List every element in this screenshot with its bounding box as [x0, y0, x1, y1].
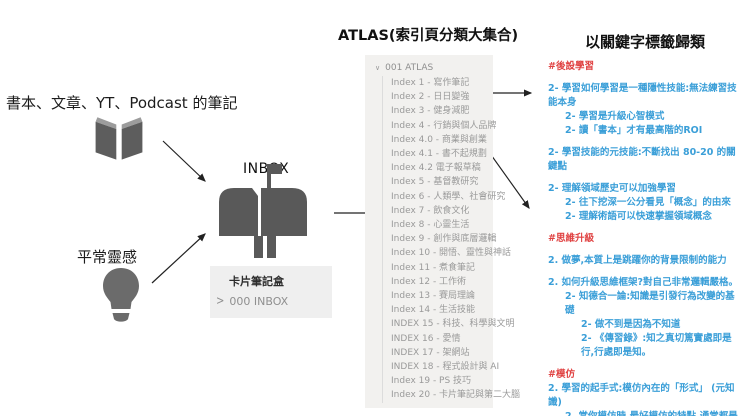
- book-icon: [95, 117, 143, 160]
- atlas-index-item[interactable]: Index 11 - 煮食筆記: [391, 262, 476, 273]
- atlas-root-row[interactable]: ∨ 001 ATLAS: [365, 55, 493, 76]
- atlas-index-item[interactable]: INDEX 18 - 程式設計與 AI: [391, 362, 500, 373]
- chevron-right-icon[interactable]: >: [216, 294, 225, 309]
- note-line: 2- 理解術語可以快速掌握領域概念: [565, 211, 712, 222]
- atlas-panel: ∨ 001 ATLAS Index 1 - 寫作筆記 Index 2 - 日日變強…: [365, 55, 521, 408]
- atlas-index-item[interactable]: Index 2 - 日日變強: [391, 92, 470, 103]
- note-line: 2- 學習技能的元技能:不斷找出 80-20 的關鍵點: [548, 147, 736, 172]
- atlas-index-item[interactable]: Index 20 - 卡片筆記與第二大腦: [391, 390, 521, 401]
- lightbulb-icon: [103, 268, 139, 322]
- keyword-tag-heading: #思維升級: [548, 233, 594, 244]
- atlas-index-item[interactable]: Index 6 - 人類學、社會研究: [391, 191, 506, 202]
- sources-label: 書本、文章、YT、Podcast 的筆記: [6, 94, 238, 112]
- atlas-index-item[interactable]: Index 4.1 - 書不起規劃: [391, 149, 487, 160]
- atlas-index-item[interactable]: INDEX 17 - 架網站: [391, 347, 470, 358]
- mailbox-icon: [219, 164, 307, 258]
- arrow-book-to-inbox: [162, 140, 206, 182]
- atlas-index-item[interactable]: Index 19 - PS 技巧: [391, 376, 472, 387]
- atlas-index-item[interactable]: Index 5 - 基督教研究: [391, 177, 479, 188]
- note-line: 2. 當你模仿時,最好模仿的特點,通常都是缺點。: [548, 410, 740, 416]
- card-box-title: 卡片筆記盒: [229, 275, 284, 288]
- note-line: 2- 讀「書本」才有最高階的ROI: [565, 125, 703, 136]
- note-line: 2- 學習是升級心智模式: [565, 111, 665, 122]
- note-line: 2. 如何升級思維框架?對自己非常邏輯嚴格。: [548, 277, 739, 288]
- card-box-item-label: 000 INBOX: [229, 295, 289, 308]
- atlas-index-item[interactable]: Index 12 - 工作術: [391, 276, 467, 287]
- atlas-index-item[interactable]: Index 3 - 健身減肥: [391, 106, 470, 117]
- inspiration-label: 平常靈感: [77, 248, 138, 266]
- note-line: 2- 知德合一論:知識是引發行為改變的基礎: [565, 291, 735, 316]
- note-line: 2. 做夢,本質上是跳躍你的背景限制的能力: [548, 255, 727, 266]
- atlas-index-item[interactable]: Index 10 - 開悟、靈性與神話: [391, 248, 512, 259]
- atlas-root-label: 001 ATLAS: [385, 63, 434, 73]
- atlas-items: Index 1 - 寫作筆記 Index 2 - 日日變強 Index 3 - 健身…: [382, 76, 521, 403]
- atlas-index-item[interactable]: Index 7 - 飲食文化: [391, 205, 470, 216]
- note-line: 2- 理解領域歷史可以加強學習: [548, 183, 676, 194]
- atlas-index-item[interactable]: Index 8 - 心靈生活: [391, 220, 470, 231]
- card-note-box: 卡片筆記盒 > 000 INBOX: [210, 266, 332, 318]
- note-line: 2- 往下挖深一公分看見「概念」的由來: [565, 197, 731, 208]
- tags-title: 以關鍵字標籤歸類: [584, 33, 705, 51]
- atlas-index-item[interactable]: Index 4.0 - 商業與創業: [391, 134, 487, 145]
- note-line: 2- 做不到是因為不知道: [581, 319, 681, 330]
- caret-down-icon[interactable]: ∨: [375, 64, 381, 72]
- atlas-index-item[interactable]: Index 9 - 創作與底層邏輯: [391, 234, 497, 245]
- note-line: 2- 學習如何學習是一種隱性技能:無法練習技能本身: [548, 83, 737, 108]
- atlas-title: ATLAS(索引頁分類大集合): [338, 28, 519, 44]
- atlas-index-item[interactable]: Index 4 - 行銷與個人品牌: [391, 120, 497, 131]
- keyword-tag-heading: #模仿: [548, 369, 575, 380]
- arrow-inspiration-to-inbox: [151, 233, 206, 284]
- tags-panel: #後設學習 2- 學習如何學習是一種隱性技能:無法練習技能本身 2- 學習是升級心智…: [548, 60, 740, 416]
- keyword-tag-heading: #後設學習: [548, 61, 594, 72]
- note-line: 2- 《傳習錄》:知之真切篤實處即是行,行處即是知。: [581, 333, 732, 358]
- atlas-index-item[interactable]: Index 14 - 生活技能: [391, 305, 476, 316]
- note-line: 2. 學習的起手式:模仿內在的「形式」 (元知識): [548, 383, 735, 408]
- atlas-index-item[interactable]: Index 1 - 寫作筆記: [391, 78, 470, 88]
- card-box-inbox-row[interactable]: > 000 INBOX: [216, 295, 332, 308]
- atlas-index-item[interactable]: Index 4.2 電子報草稿: [391, 163, 481, 174]
- atlas-index-item[interactable]: Index 13 - 賽局理論: [391, 291, 476, 302]
- atlas-index-item[interactable]: INDEX 16 - 愛情: [391, 333, 461, 344]
- atlas-index-item[interactable]: INDEX 15 - 科技、科學與文明: [391, 319, 515, 330]
